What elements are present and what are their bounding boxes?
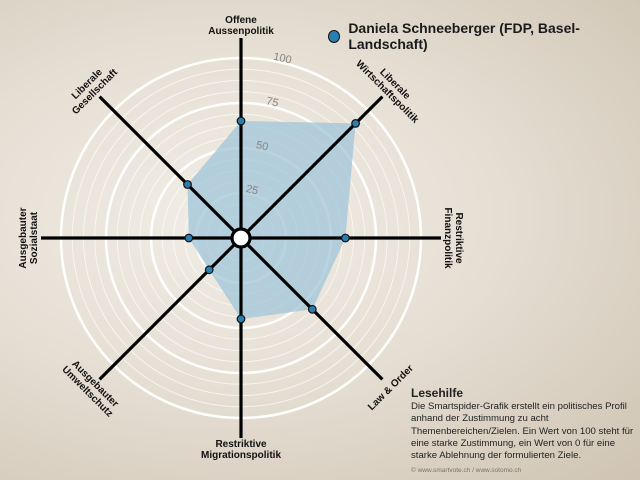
axis-label-line: Restriktive — [453, 212, 464, 264]
axis-label-line: Finanzpolitik — [442, 207, 453, 269]
reading-guide-title: Lesehilfe — [411, 386, 464, 400]
data-point-offene-aussenpolitik — [236, 116, 246, 126]
reading-guide: Lesehilfe Die Smartspider-Grafik erstell… — [411, 386, 636, 462]
data-point-restriktive-migrationspolitik — [236, 314, 246, 324]
legend-label: Daniela Schneeberger (FDP, Basel-Landsch… — [348, 20, 580, 52]
chart-points — [183, 116, 361, 324]
legend: Daniela Schneeberger (FDP, Basel-Landsch… — [328, 20, 640, 52]
data-point-liberale-wirtschaftspolitik — [351, 118, 361, 128]
axis-label-line: Restriktive — [215, 439, 267, 450]
tick-label-100: 100 — [272, 51, 293, 67]
data-point-ausgebauter-sozialstaat — [184, 233, 194, 243]
axis-liberale-gesellschaft — [98, 95, 243, 240]
chart-area-layer — [187, 121, 356, 319]
legend-marker — [328, 29, 341, 43]
series-area — [187, 121, 356, 319]
axis-liberale-wirtschaftspolitik — [239, 95, 384, 240]
copyright-footer: © www.smartvote.ch / www.sotomo.ch — [411, 467, 522, 474]
data-point-liberale-gesellschaft — [183, 180, 192, 189]
data-point-ausgebauter-umweltschutz — [204, 265, 214, 275]
axis-ausgebauter-umweltschutz — [98, 236, 243, 381]
chart-ticks: 25 50 75 100 — [245, 51, 293, 198]
axis-label-line: Aussenpolitik — [208, 26, 274, 37]
data-point-restriktive-finanzpolitik — [341, 233, 350, 243]
data-point-law-and-order — [307, 304, 317, 314]
axis-label-line: Offene — [225, 15, 257, 26]
axis-label-line: Migrationspolitik — [201, 450, 281, 461]
reading-guide-body: Die Smartspider-Grafik erstellt ein poli… — [411, 401, 634, 462]
tick-label-25: 25 — [245, 183, 260, 197]
chart-center-hub — [230, 227, 252, 249]
axis-label-line: Ausgebauter — [18, 207, 29, 268]
tick-label-75: 75 — [265, 95, 280, 109]
axis-label-line: Sozialstaat — [29, 211, 40, 264]
tick-label-50: 50 — [255, 139, 270, 153]
